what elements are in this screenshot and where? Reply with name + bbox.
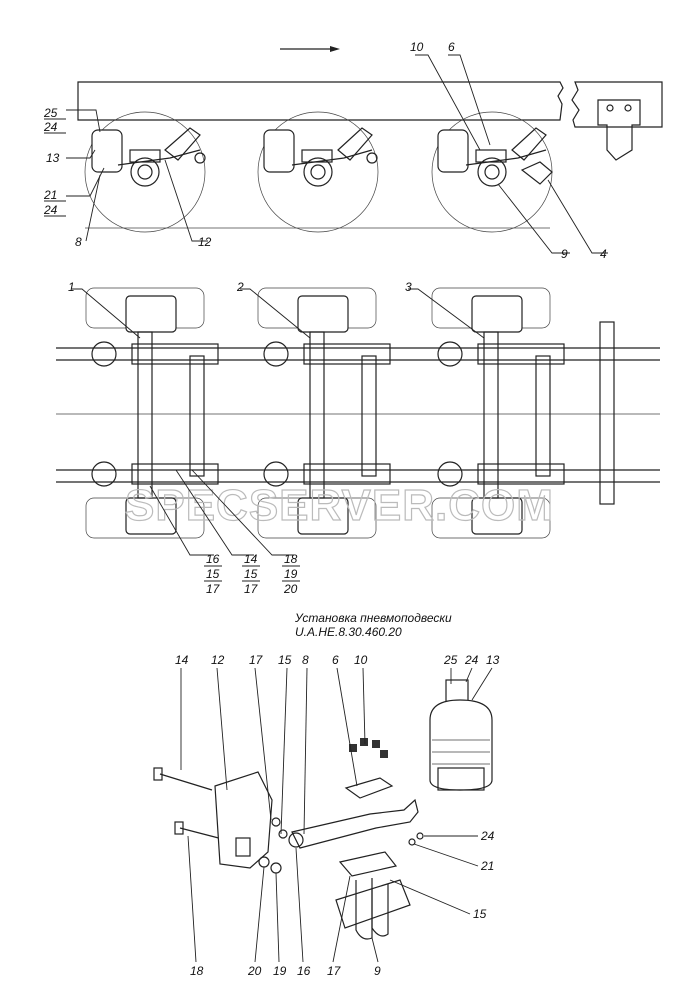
label-4: 4 [600, 247, 607, 261]
label-6: 6 [448, 40, 455, 54]
air-spring-2 [263, 129, 295, 173]
wheel-1 [84, 111, 206, 233]
exploded-view: 14 12 17 15 8 6 10 25 24 13 24 21 15 18 … [153, 653, 500, 978]
label-20-exp: 20 [247, 964, 262, 978]
direction-arrowhead [330, 46, 340, 52]
lower-plate [338, 851, 398, 877]
axle-3 [483, 331, 499, 499]
label-1: 1 [68, 280, 75, 294]
side-view: 25 24 13 21 24 8 12 10 6 9 4 [43, 40, 663, 261]
rear-bracket [597, 99, 641, 161]
label-17-plan: 17 [206, 582, 221, 596]
label-24: 24 [43, 120, 58, 134]
axle-1 [137, 331, 153, 499]
label-17-exp: 17 [249, 653, 264, 667]
axle-2 [309, 331, 325, 499]
air-spring-13 [429, 699, 493, 791]
label-24-exp: 24 [464, 653, 479, 667]
label-16-plan: 16 [206, 552, 220, 566]
axle-tube [335, 879, 411, 929]
label-14-plan: 14 [244, 552, 258, 566]
watermark: SPECSERVER.COM [125, 481, 554, 530]
label-16-exp: 16 [297, 964, 311, 978]
label-12-exp: 12 [211, 653, 225, 667]
label-15-plan: 15 [206, 567, 220, 581]
label-9: 9 [561, 247, 568, 261]
label-18-exp: 18 [190, 964, 204, 978]
cross-member [599, 321, 615, 505]
label-14-exp: 14 [175, 653, 189, 667]
label-21: 21 [43, 188, 57, 202]
label-6-exp: 6 [332, 653, 339, 667]
label-17-exp-bottom: 17 [327, 964, 342, 978]
label-10-exp: 10 [354, 653, 368, 667]
label-21-exp: 21 [480, 859, 494, 873]
label-12: 12 [198, 235, 212, 249]
bolt-14 [159, 773, 213, 791]
trailing-arm-8 [291, 798, 419, 849]
caption-code: U.A.HE.8.30.460.20 [295, 625, 402, 639]
air-spring-3 [437, 129, 469, 173]
label-8: 8 [75, 235, 82, 249]
label-15-plan-2: 15 [244, 567, 258, 581]
label-13: 13 [46, 151, 60, 165]
label-25: 25 [43, 106, 58, 120]
caption-title: Установка пневмоподвески [294, 611, 452, 625]
label-19-plan: 19 [284, 567, 298, 581]
label-24-exp-right: 24 [480, 829, 495, 843]
label-17-plan-2: 17 [244, 582, 259, 596]
label-18-plan: 18 [284, 552, 298, 566]
label-19-exp: 19 [273, 964, 287, 978]
valve-4 [520, 161, 553, 185]
air-spring-1 [91, 129, 123, 173]
frame-rail-rear [571, 81, 663, 128]
label-13-exp: 13 [486, 653, 500, 667]
frame-rail [77, 81, 564, 121]
plate-6 [344, 777, 394, 799]
label-24-lower: 24 [43, 203, 58, 217]
label-15-exp-right: 15 [473, 907, 487, 921]
label-8-exp: 8 [302, 653, 309, 667]
label-25-exp: 25 [443, 653, 458, 667]
label-15-exp: 15 [278, 653, 292, 667]
label-10: 10 [410, 40, 424, 54]
wheel-2 [257, 111, 379, 233]
label-9-exp: 9 [374, 964, 381, 978]
label-2: 2 [236, 280, 244, 294]
label-20-plan: 20 [283, 582, 298, 596]
label-3: 3 [405, 280, 412, 294]
plan-view: SPECSERVER.COM 1 2 3 16 15 17 14 15 17 1… [56, 280, 660, 596]
bracket-12 [214, 771, 273, 869]
